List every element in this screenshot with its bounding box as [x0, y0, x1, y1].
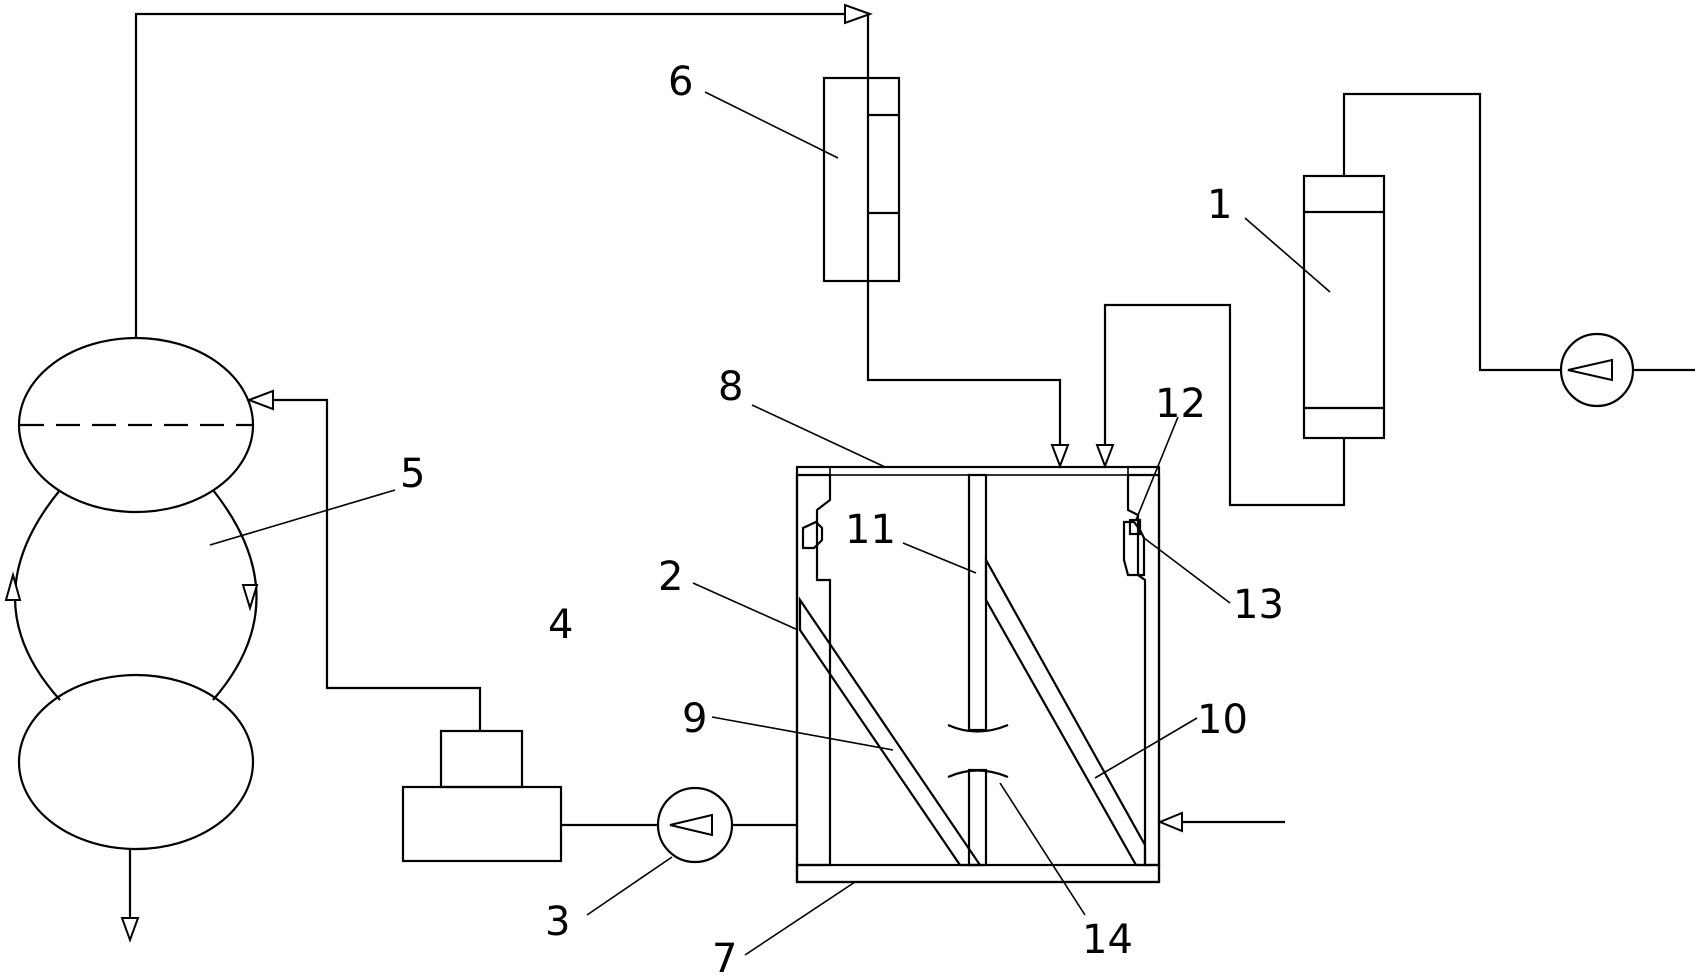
label-1: 1: [1207, 182, 1232, 228]
label-3: 3: [545, 899, 570, 945]
leader-13: [1143, 537, 1231, 604]
side-inlet-arrow-icon: [1157, 811, 1183, 833]
right-nozzle-tip: [1128, 518, 1142, 536]
component-1-outlet-pipe: [1103, 303, 1346, 507]
top-pipe-arrow-icon: [844, 3, 873, 25]
leader-lines: [209, 91, 1331, 956]
inclined-plate-right: [984, 555, 1147, 867]
label-7: 7: [712, 936, 737, 975]
inlet-arrow-b-icon: [1095, 444, 1115, 469]
upflow-arrow-icon: [4, 571, 22, 601]
labels: 6 1 8 12 5 11 2 13 4 10 9 3 14 7: [400, 59, 1284, 975]
label-4: 4: [548, 602, 573, 648]
label-12: 12: [1155, 381, 1206, 427]
left-nozzle: [801, 520, 824, 550]
inlet-arrow-a-icon: [1050, 444, 1070, 469]
label-14: 14: [1082, 917, 1133, 963]
separator-lower-drum: [17, 673, 255, 851]
vessel-left-wall: [795, 473, 832, 867]
label-5: 5: [400, 451, 425, 497]
separator-left-arc: [13, 489, 61, 701]
leader-5: [209, 489, 396, 546]
component-1-top-pipe: [1342, 92, 1560, 372]
return-arrow-icon: [246, 389, 274, 411]
partition-gap-upper-mark: [947, 723, 1009, 733]
partition-gap-lower-mark: [947, 769, 1009, 779]
label-10: 10: [1197, 697, 1248, 743]
component-6-outlet-pipe: [866, 281, 1062, 448]
leader-10: [1094, 717, 1198, 779]
leader-8: [751, 404, 886, 468]
leader-12: [1135, 416, 1179, 521]
component-1: [1095, 92, 1695, 507]
right-pump-arrow-icon: [1567, 358, 1613, 382]
leader-11: [902, 542, 977, 574]
pump-3-arrow-icon: [669, 813, 713, 837]
vessel-right-wall: [1126, 473, 1161, 867]
vessel-bottom-plate: [795, 863, 1161, 884]
vessel-top-cover: [829, 466, 1129, 476]
label-9: 9: [682, 696, 707, 742]
component-6-body: [822, 76, 901, 283]
leader-2: [692, 582, 799, 631]
label-11: 11: [845, 507, 896, 553]
label-2: 2: [658, 554, 683, 600]
separator-right-arc: [212, 489, 258, 701]
component-1-body: [1302, 174, 1386, 440]
label-8: 8: [718, 364, 743, 410]
separator-5: [4, 336, 259, 943]
leader-3: [586, 856, 673, 916]
leader-7: [744, 881, 856, 956]
inclined-plate-left: [798, 596, 983, 867]
leader-6: [704, 91, 839, 159]
unit-4-return-pipe: [270, 398, 482, 731]
leader-14: [999, 782, 1086, 916]
leader-9: [711, 716, 894, 751]
bottom-outlet-arrow-icon: [120, 917, 140, 943]
downflow-arrow-icon: [241, 584, 259, 612]
right-nozzle: [1122, 520, 1146, 577]
pump-3-line: [561, 786, 797, 864]
top-vapor-line: [134, 3, 873, 338]
central-partition-upper: [967, 473, 988, 732]
unit-4-base: [401, 785, 563, 863]
label-13: 13: [1233, 582, 1284, 628]
vessel: [795, 465, 1285, 884]
top-pipe: [134, 12, 870, 338]
unit-4-top: [439, 729, 524, 789]
component-6: [822, 76, 1070, 469]
label-6: 6: [668, 59, 693, 105]
unit-4: [246, 389, 563, 863]
leader-1: [1244, 217, 1331, 293]
